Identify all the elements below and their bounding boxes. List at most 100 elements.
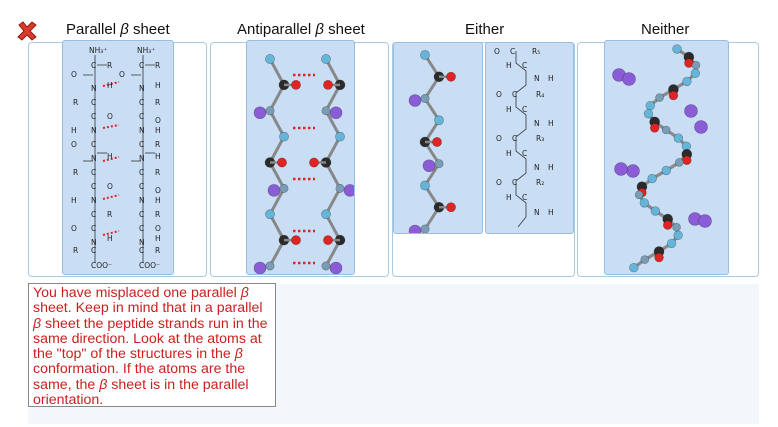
alpha-carbon-atom [420, 224, 430, 233]
oxygen-atom [323, 235, 333, 246]
nitrogen-atom [645, 100, 655, 111]
structure-atom-label: C [91, 98, 96, 107]
incorrect-x-icon [17, 21, 37, 41]
oxygen-atom [432, 137, 442, 147]
structure-atom-label: R [73, 246, 78, 255]
oxygen-atom [309, 157, 319, 168]
structure-atom-label: C [91, 168, 96, 177]
structure-atom-label: O [71, 70, 77, 79]
nitrogen-atom [321, 209, 331, 220]
structure-atom-label: N [139, 238, 145, 247]
nitrogen-atom [629, 263, 639, 273]
structure-atom-label: R₄ [536, 90, 544, 99]
structure-atom-label: H [548, 74, 554, 83]
alpha-carbon-atom [335, 183, 345, 193]
structure-atom-label: O [71, 140, 77, 149]
structure-atom-label: N [139, 154, 145, 163]
nitrogen-atom [690, 68, 701, 78]
feedback-message: You have misplaced one parallel β sheet.… [28, 283, 276, 408]
structure-atom-label: C [139, 168, 144, 177]
alpha-carbon-atom [634, 190, 644, 200]
structure-atom-label: C [139, 224, 144, 233]
structure-atom-label: H [506, 193, 512, 202]
structure-atom-label: C [91, 61, 96, 70]
structure-atom-label: O [119, 70, 125, 79]
structure-atom-label: C [512, 134, 517, 143]
nitrogen-atom [647, 173, 657, 184]
structure-atom-label: H [548, 119, 554, 128]
structure-atom-label: R [107, 210, 112, 219]
r-group-atom [267, 184, 281, 197]
oxygen-atom [682, 155, 692, 166]
r-group-atom [408, 94, 422, 107]
structure-atom-label: N [91, 126, 97, 135]
structure-atom-label: C [522, 105, 527, 114]
nitrogen-atom [321, 54, 331, 64]
structure-atom-label: C [139, 210, 144, 219]
alpha-carbon-atom [321, 261, 331, 271]
alpha-carbon-atom [279, 183, 289, 193]
nitrogen-atom [279, 131, 289, 142]
structure-atom-label: C [91, 224, 96, 233]
alpha-carbon-atom [661, 125, 671, 135]
structure-atom-label: H [506, 105, 512, 114]
structure-atom-label: R [73, 98, 78, 107]
r-group-atom [253, 261, 267, 274]
structure-atom-label: C [91, 246, 96, 255]
structure-atom-label: H [71, 126, 77, 135]
r-group-atom [614, 162, 628, 176]
structure-atom-label: R [155, 61, 160, 70]
structure-atom-label: C [91, 140, 96, 149]
structure-atom-label: H [506, 61, 512, 70]
nitrogen-atom [650, 206, 661, 216]
structure-atom-label: C [139, 61, 144, 70]
structure-atom-label: C [139, 98, 144, 107]
nitrogen-atom [661, 165, 671, 176]
column-title-neither: Neither [641, 21, 690, 38]
structure-atom-label: C [139, 182, 144, 191]
structure-atom-label: H [155, 81, 161, 90]
nitrogen-atom [265, 209, 275, 220]
structure-atom-label: C [139, 246, 144, 255]
draggable-card-strand-model[interactable] [393, 42, 483, 234]
structure-atom-label: N [91, 154, 97, 163]
oxygen-atom [446, 202, 456, 213]
structure-atom-label: COO⁻ [91, 261, 112, 270]
structure-atom-label: O [71, 224, 77, 233]
structure-atom-label: H [155, 126, 161, 135]
oxygen-atom [663, 220, 673, 230]
oxygen-atom [446, 71, 456, 82]
oxygen-atom [291, 235, 301, 246]
draggable-card-helix-model[interactable] [604, 40, 729, 275]
alpha-carbon-atom [265, 261, 275, 271]
structure-atom-label: COO⁻ [139, 261, 160, 270]
r-group-atom [329, 261, 343, 274]
nitrogen-atom [666, 238, 677, 249]
r-group-atom [698, 214, 712, 228]
structure-atom-label: C [510, 47, 515, 56]
structure-atom-label: N [139, 84, 145, 93]
r-group-atom [253, 106, 267, 120]
alpha-carbon-atom [655, 93, 664, 102]
structure-atom-label: H [107, 234, 113, 243]
nitrogen-atom [420, 180, 430, 191]
structure-atom-label: O [155, 224, 161, 233]
structure-atom-label: N [91, 84, 97, 93]
structure-atom-label: H [107, 81, 113, 90]
oxygen-atom [649, 123, 660, 133]
column-title-parallel: Parallel β sheet [66, 21, 170, 38]
nitrogen-atom [673, 230, 683, 241]
nitrogen-atom [672, 44, 682, 54]
structure-atom-label: N [91, 196, 97, 205]
structure-atom-label: R [155, 246, 160, 255]
draggable-card-antiparallel-model[interactable] [246, 40, 355, 275]
r-group-atom [422, 159, 436, 173]
oxygen-atom [654, 252, 664, 263]
oxygen-atom [291, 79, 301, 90]
r-group-atom [622, 72, 636, 86]
nitrogen-atom [434, 115, 444, 126]
structure-atom-label: H [155, 196, 161, 205]
